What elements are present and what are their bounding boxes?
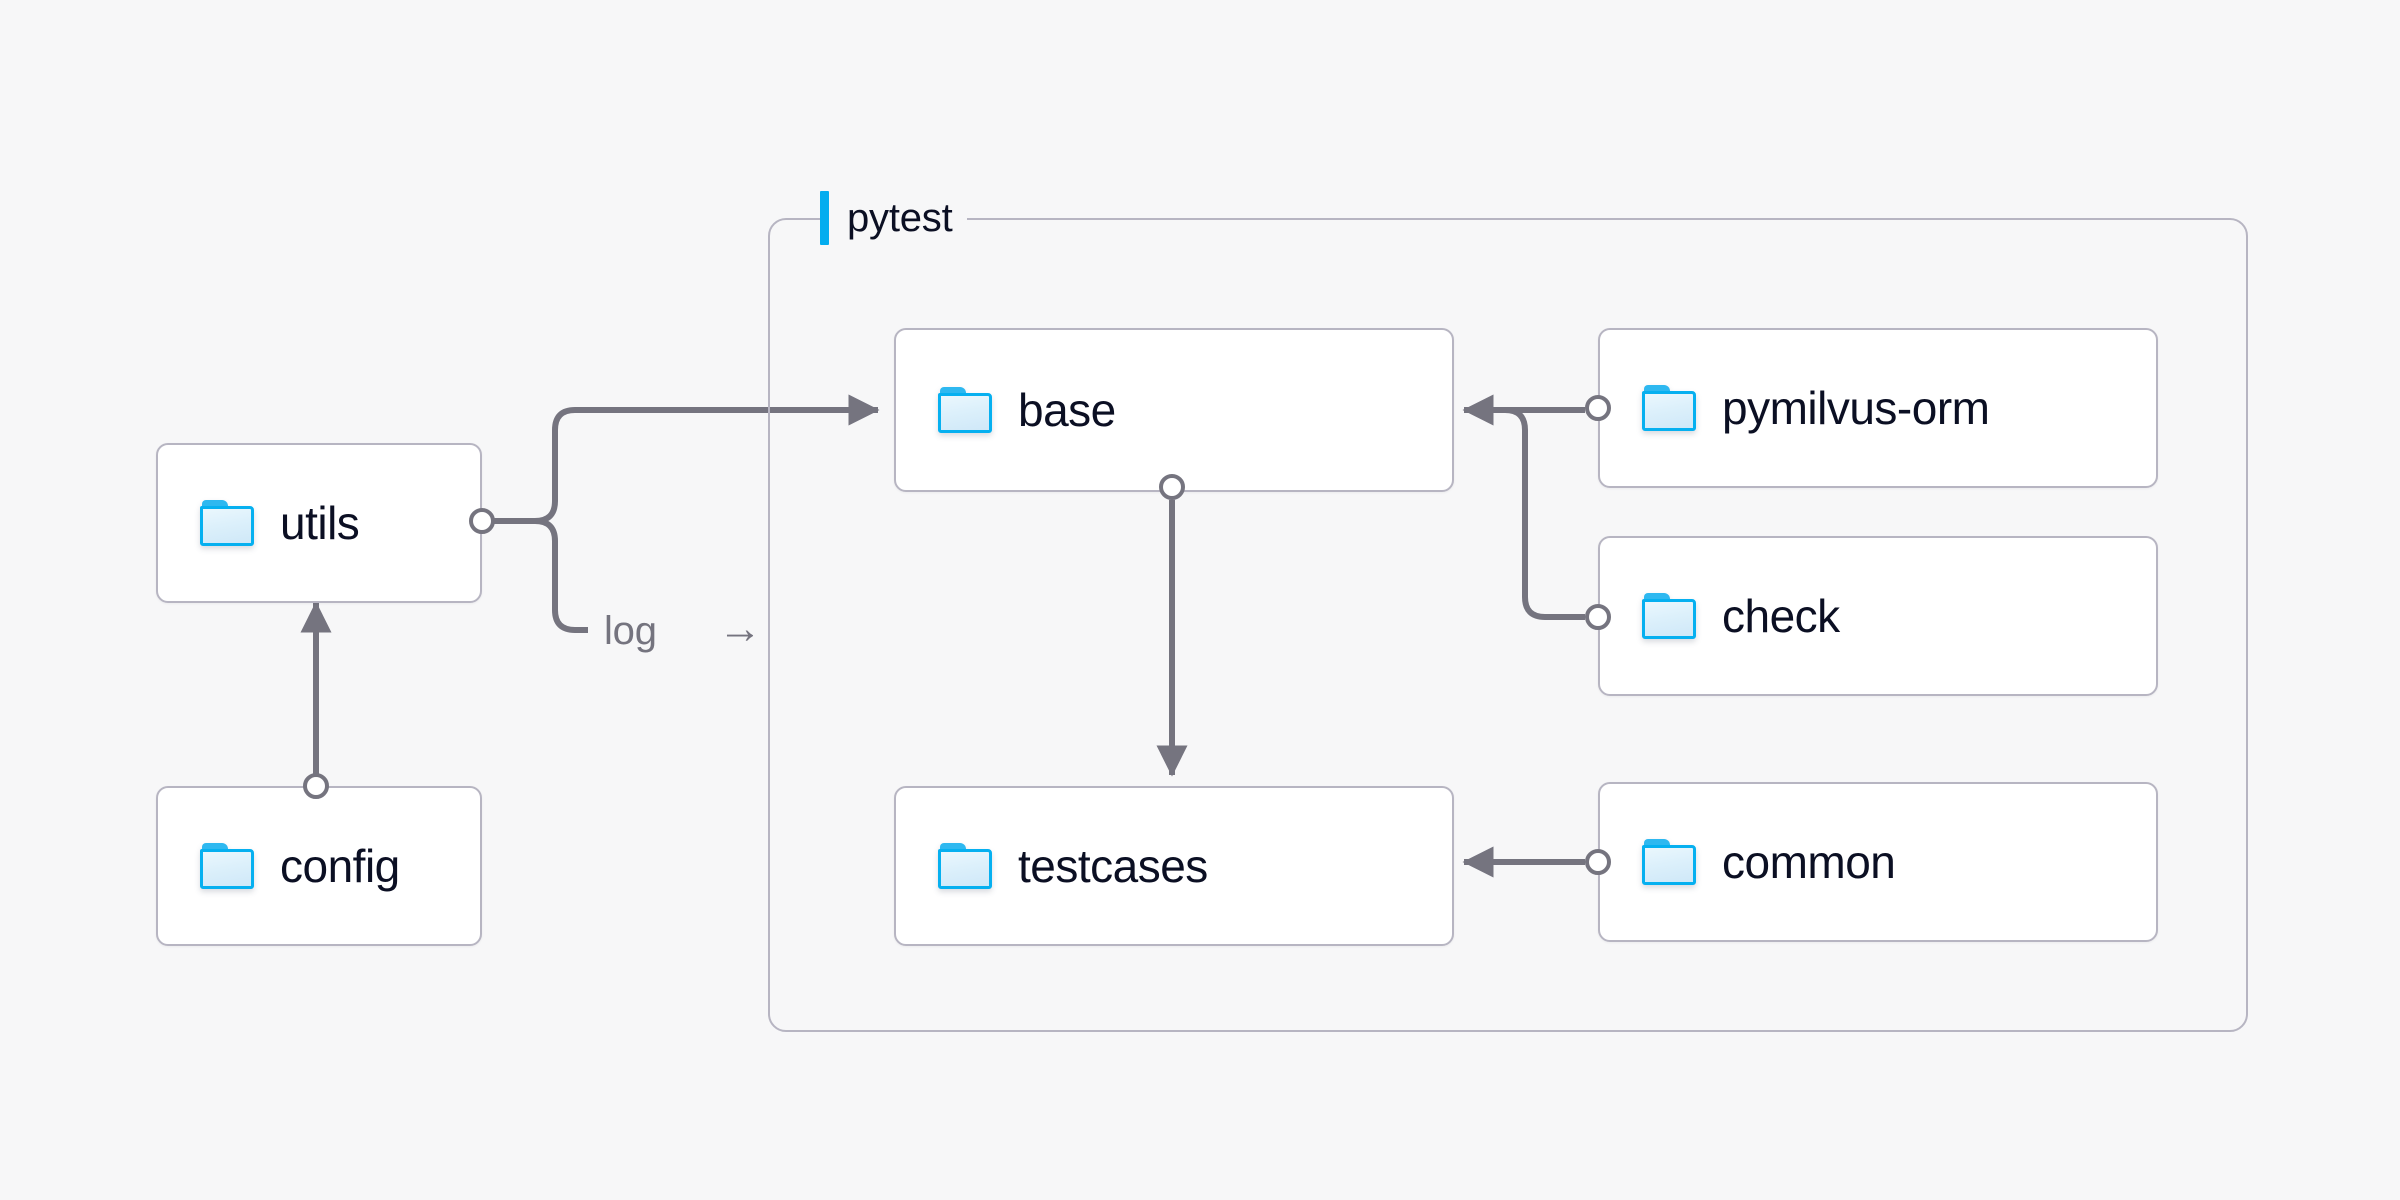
edge-utils-to-log [534,518,588,633]
edge-label-log-arrow: → [718,604,762,653]
port-common-left[interactable] [1585,849,1611,875]
node-label-common: common [1722,836,1896,888]
port-config-top[interactable] [303,773,329,799]
folder-icon [1642,385,1696,431]
node-base[interactable]: base [894,328,1454,492]
node-testcases[interactable]: testcases [894,786,1454,946]
node-pymilvus-orm[interactable]: pymilvus-orm [1598,328,2158,488]
node-label-config: config [280,840,400,892]
folder-icon [200,500,254,546]
port-utils-right[interactable] [469,508,495,534]
node-label-testcases: testcases [1018,840,1208,892]
port-base-bottom[interactable] [1159,474,1185,500]
node-label-pymilvus-orm: pymilvus-orm [1722,382,1990,434]
folder-icon [200,843,254,889]
node-common[interactable]: common [1598,782,2158,942]
node-check[interactable]: check [1598,536,2158,696]
node-label-check: check [1722,590,1840,642]
pytest-group-label: pytest [820,190,967,246]
folder-icon [1642,593,1696,639]
port-pymilvus-orm-left[interactable] [1585,395,1611,421]
folder-icon [1642,839,1696,885]
port-check-left[interactable] [1585,604,1611,630]
node-utils[interactable]: utils [156,443,482,603]
group-title-text: pytest [847,196,953,240]
pytest-group-container[interactable] [768,218,2248,1032]
node-label-base: base [1018,384,1116,436]
group-accent-bar [820,191,829,245]
folder-icon [938,843,992,889]
node-label-utils: utils [280,497,360,549]
node-config[interactable]: config [156,786,482,946]
folder-icon [938,387,992,433]
edge-label-log: log [604,609,657,653]
